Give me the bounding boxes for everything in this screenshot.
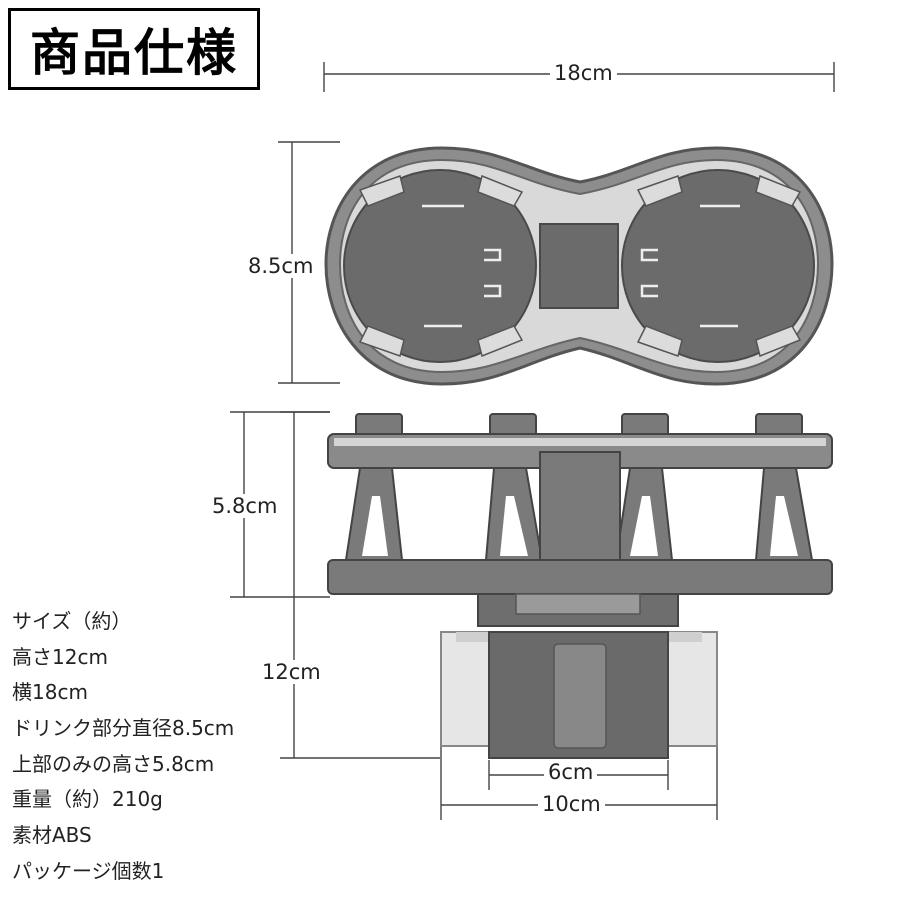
spec-item-size: サイズ（約） (12, 609, 132, 633)
top-view (324, 146, 834, 386)
spec-item-upper-height: 上部のみの高さ5.8cm (12, 751, 215, 776)
spec-item-package-count: パッケージ個数1 (12, 858, 165, 883)
spec-list: サイズ（約） 高さ12cm 横18cm ドリンク部分直径8.5cm 上部のみの高… (12, 604, 234, 890)
right-cup-clip-bl (636, 325, 683, 357)
dim-label-base-outer: 10cm (538, 792, 605, 816)
side-strut-4-hole (770, 496, 798, 556)
side-strut-2-hole (500, 496, 528, 556)
side-view (327, 413, 833, 759)
spec-item-width: 横18cm (12, 680, 88, 705)
spec-item-height: 高さ12cm (12, 644, 108, 669)
spec-item-material: 素材ABS (12, 823, 92, 848)
spec-item-weight: 重量（約）210g (12, 787, 163, 812)
left-cup-clip-bl (358, 325, 405, 357)
side-strut-3-hole (630, 496, 658, 556)
side-center-column (539, 451, 621, 563)
dim-label-width: 18cm (550, 61, 617, 85)
right-cup-clip-tr (755, 174, 802, 207)
side-upper-tray-highlight (334, 438, 826, 446)
title-box: 商品仕様 (8, 8, 260, 90)
right-cup-tab-upper (640, 248, 658, 262)
page-title: 商品仕様 (30, 24, 238, 82)
right-cup-clip-br (755, 325, 802, 358)
left-cup-clip-tr (477, 174, 524, 207)
dim-label-total-height: 12cm (258, 660, 325, 684)
side-neck-collar (515, 593, 641, 615)
left-cup-clip-tl (358, 175, 405, 207)
side-strut-1-hole (362, 496, 388, 556)
left-cup-well (343, 169, 537, 363)
right-cup-well (621, 169, 815, 363)
dim-label-upper-height: 5.8cm (208, 494, 282, 518)
right-cup-tab-lower (640, 284, 658, 298)
side-base-window (553, 643, 607, 749)
left-cup-clip-br (477, 325, 524, 358)
dim-label-depth: 8.5cm (244, 254, 318, 278)
center-bridge (539, 223, 619, 309)
spec-item-drink-diameter: ドリンク部分直径8.5cm (12, 716, 235, 741)
dim-label-base-inner: 6cm (544, 760, 598, 784)
right-cup-clip-tl (636, 175, 683, 207)
side-lower-tray (327, 559, 833, 595)
left-cup-tab-lower (484, 284, 502, 298)
left-cup-tab-upper (484, 248, 502, 262)
